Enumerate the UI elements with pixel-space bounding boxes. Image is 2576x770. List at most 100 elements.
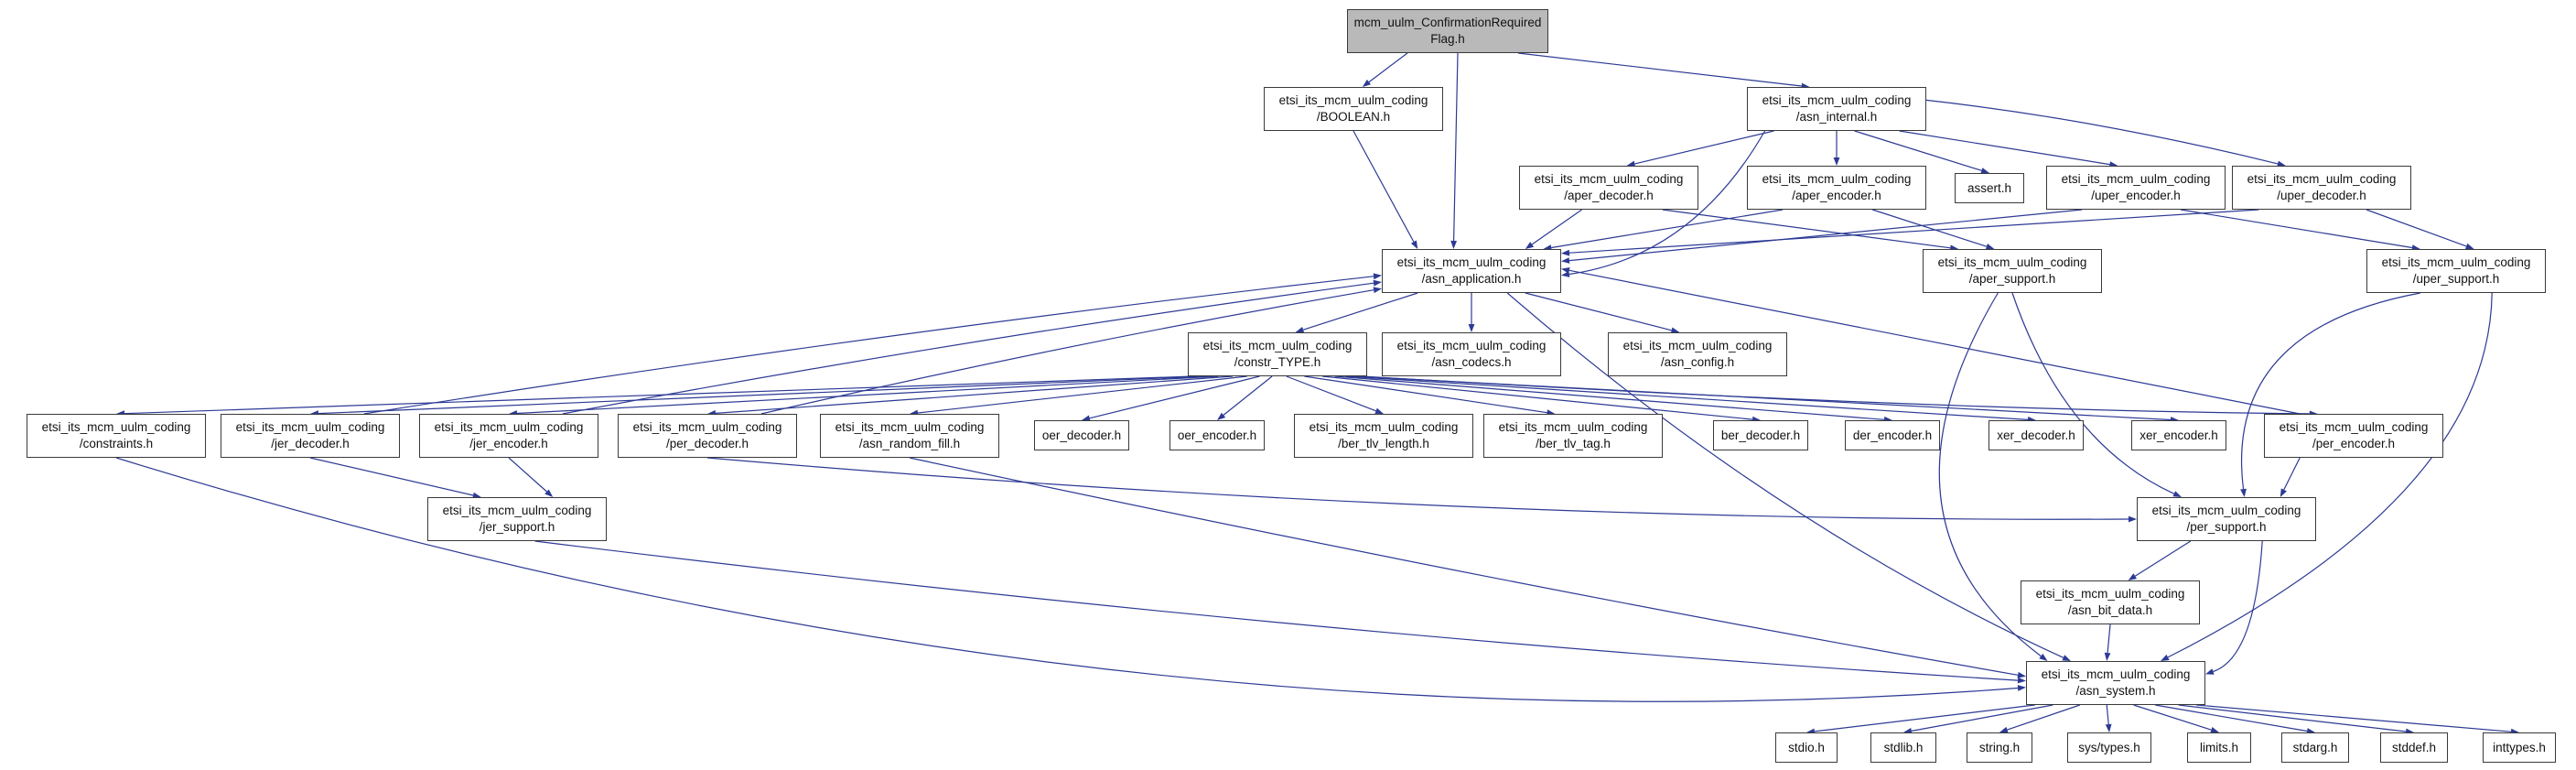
graph-node-label: ber_decoder.h bbox=[1720, 428, 1801, 442]
graph-node-label: string.h bbox=[1978, 740, 2021, 754]
graph-node-label: etsi_its_mcm_uulm_coding bbox=[1309, 420, 1459, 434]
graph-node-stddef: stddef.h bbox=[2380, 732, 2448, 763]
graph-node-ber-tlv-tag[interactable]: etsi_its_mcm_uulm_coding/ber_tlv_tag.h bbox=[1483, 414, 1663, 458]
edge-jer_encoder-jer_support bbox=[508, 457, 547, 493]
graph-node-label: stdarg.h bbox=[2292, 740, 2338, 754]
graph-node-label: stdlib.h bbox=[1883, 740, 1924, 754]
graph-node-label: etsi_its_mcm_uulm_coding bbox=[41, 420, 191, 434]
graph-node-label: oer_decoder.h bbox=[1041, 428, 1122, 442]
graph-node-asn-internal[interactable]: etsi_its_mcm_uulm_coding/asn_internal.h bbox=[1747, 87, 1926, 131]
graph-node-per-support[interactable]: etsi_its_mcm_uulm_coding/per_support.h bbox=[2137, 497, 2316, 541]
edge-constr_type-constraints bbox=[124, 375, 1193, 415]
graph-node-label: etsi_its_mcm_uulm_coding bbox=[2279, 420, 2429, 434]
graph-node-asn-system[interactable]: etsi_its_mcm_uulm_coding/asn_system.h bbox=[2026, 661, 2205, 705]
arrowhead-aper_support-asn_system bbox=[2039, 653, 2048, 661]
arrowhead-constr_type-oer_decoder bbox=[1082, 415, 1091, 422]
graph-node-label: etsi_its_mcm_uulm_coding bbox=[235, 420, 385, 434]
graph-node-asn-config[interactable]: etsi_its_mcm_uulm_coding/asn_config.h bbox=[1608, 332, 1787, 376]
graph-node-aper-support[interactable]: etsi_its_mcm_uulm_coding/aper_support.h bbox=[1923, 249, 2102, 293]
graph-node-uper-support[interactable]: etsi_its_mcm_uulm_coding/uper_support.h bbox=[2366, 249, 2546, 293]
graph-node-label: /uper_encoder.h bbox=[2091, 189, 2181, 202]
graph-node-uper-decoder[interactable]: etsi_its_mcm_uulm_coding/uper_decoder.h bbox=[2232, 166, 2411, 210]
graph-node-label: etsi_its_mcm_uulm_coding bbox=[2151, 504, 2301, 517]
edge-asn_internal-uper_decoder bbox=[1925, 99, 2279, 165]
graph-node-label: /ber_tlv_tag.h bbox=[1536, 437, 1611, 450]
graph-node-label: sys/types.h bbox=[2078, 740, 2140, 754]
graph-node-asn-application[interactable]: etsi_its_mcm_uulm_coding/asn_application… bbox=[1382, 249, 1561, 293]
graph-node-label: /asn_random_fill.h bbox=[858, 437, 961, 450]
graph-node-label: der_encoder.h bbox=[1852, 428, 1933, 442]
edge-constr_type-ber_decoder bbox=[1321, 375, 1753, 420]
edge-jer_decoder-asn_application bbox=[363, 276, 1374, 415]
edge-asn_system-stddef bbox=[2178, 704, 2407, 732]
graph-node-label: /constraints.h bbox=[79, 437, 154, 450]
graph-node-jer-encoder[interactable]: etsi_its_mcm_uulm_coding/jer_encoder.h bbox=[419, 414, 598, 458]
edge-per_support-asn_bit_data bbox=[2134, 540, 2192, 577]
graph-node-jer-support[interactable]: etsi_its_mcm_uulm_coding/jer_support.h bbox=[427, 497, 607, 541]
graph-node-label: /uper_decoder.h bbox=[2277, 189, 2366, 202]
arrowhead-asn_application-asn_system bbox=[2062, 655, 2071, 661]
arrowhead-uper_decoder-uper_support bbox=[2465, 243, 2474, 250]
arrowhead-uper_support-asn_system bbox=[2161, 654, 2170, 661]
edge-per_decoder-per_support bbox=[706, 457, 2129, 520]
graph-node-constraints[interactable]: etsi_its_mcm_uulm_coding/constraints.h bbox=[27, 414, 206, 458]
edge-jer_encoder-asn_application bbox=[562, 282, 1374, 415]
graph-node-label: /aper_decoder.h bbox=[1564, 189, 1654, 202]
graph-node-label: /jer_support.h bbox=[479, 520, 555, 534]
arrowhead-aper_support-per_support bbox=[2172, 491, 2182, 497]
edge-uper_decoder-asn_application bbox=[1568, 209, 2259, 254]
graph-node-label: /per_decoder.h bbox=[665, 437, 749, 450]
graph-node-label: assert.h bbox=[1967, 180, 2012, 195]
graph-node-ber-tlv-length[interactable]: etsi_its_mcm_uulm_coding/ber_tlv_length.… bbox=[1294, 414, 1473, 458]
edge-root-asn_internal bbox=[1517, 52, 1802, 87]
arrowhead-per_encoder-per_support bbox=[2280, 488, 2287, 497]
graph-node-per-decoder[interactable]: etsi_its_mcm_uulm_coding/per_decoder.h bbox=[618, 414, 797, 458]
graph-node-constr-type[interactable]: etsi_its_mcm_uulm_coding/constr_TYPE.h bbox=[1188, 332, 1367, 376]
graph-node-asn-bit-data[interactable]: etsi_its_mcm_uulm_coding/asn_bit_data.h bbox=[2021, 580, 2200, 624]
arrowhead-constr_type-ber_tlv_length bbox=[1374, 407, 1384, 414]
graph-node-label: etsi_its_mcm_uulm_coding bbox=[632, 420, 782, 434]
edge-asn_application-constr_type bbox=[1303, 292, 1418, 331]
edge-asn_system-inttypes bbox=[2196, 704, 2512, 732]
edge-boolean-asn_application bbox=[1353, 130, 1415, 243]
arrowhead-uper_decoder-asn_application bbox=[1561, 249, 1570, 256]
graph-node-asn-codecs[interactable]: etsi_its_mcm_uulm_coding/asn_codecs.h bbox=[1382, 332, 1561, 376]
edge-constr_type-oer_decoder bbox=[1089, 375, 1260, 419]
graph-node-sys-types: sys/types.h bbox=[2067, 732, 2151, 763]
arrowhead-per_support-asn_bit_data bbox=[2128, 573, 2137, 580]
arrowhead-jer_decoder-asn_application bbox=[1373, 273, 1382, 280]
graph-node-stdio: stdio.h bbox=[1775, 732, 1838, 763]
edge-uper_support-per_support bbox=[2240, 292, 2420, 490]
arrowhead-per_decoder-asn_application bbox=[1373, 287, 1382, 294]
arrowhead-per_encoder-asn_application bbox=[1561, 267, 1570, 274]
graph-node-uper-encoder[interactable]: etsi_its_mcm_uulm_coding/uper_encoder.h bbox=[2046, 166, 2226, 210]
graph-node-jer-decoder[interactable]: etsi_its_mcm_uulm_coding/jer_decoder.h bbox=[221, 414, 400, 458]
graph-node-string: string.h bbox=[1967, 732, 2032, 763]
graph-node-xer-encoder: xer_encoder.h bbox=[2131, 420, 2226, 450]
edge-aper_decoder-asn_application bbox=[1531, 209, 1582, 245]
edge-root-asn_application bbox=[1453, 52, 1459, 242]
arrowhead-asn_bit_data-asn_system bbox=[2104, 652, 2111, 661]
edge-asn_system-stdarg bbox=[2154, 704, 2308, 732]
graph-node-aper-encoder[interactable]: etsi_its_mcm_uulm_coding/aper_encoder.h bbox=[1747, 166, 1926, 210]
graph-node-label: etsi_its_mcm_uulm_coding bbox=[1534, 172, 1684, 186]
edge-uper_decoder-uper_support bbox=[2366, 209, 2467, 247]
arrowhead-asn_system-string bbox=[1999, 726, 2009, 733]
graph-node-aper-decoder[interactable]: etsi_its_mcm_uulm_coding/aper_decoder.h bbox=[1519, 166, 1698, 210]
graph-node-per-encoder[interactable]: etsi_its_mcm_uulm_coding/per_encoder.h bbox=[2264, 414, 2443, 458]
edge-constr_type-ber_tlv_length bbox=[1286, 375, 1376, 412]
graph-node-label: /asn_config.h bbox=[1660, 355, 1735, 369]
graph-node-label: etsi_its_mcm_uulm_coding bbox=[2061, 172, 2211, 186]
arrowhead-uper_support-per_support bbox=[2240, 488, 2247, 497]
edge-asn_system-stdio bbox=[1814, 704, 2035, 732]
graph-node-label: oer_encoder.h bbox=[1177, 428, 1257, 442]
graph-node-label: etsi_its_mcm_uulm_coding bbox=[1762, 172, 1912, 186]
edge-per_encoder-per_support bbox=[2283, 457, 2301, 491]
graph-node-label: /asn_codecs.h bbox=[1431, 355, 1512, 369]
graph-node-asn-random-fill[interactable]: etsi_its_mcm_uulm_coding/asn_random_fill… bbox=[820, 414, 999, 458]
arrowhead-constraints-asn_system bbox=[2017, 685, 2026, 691]
graph-node-boolean[interactable]: etsi_its_mcm_uulm_coding/BOOLEAN.h bbox=[1264, 87, 1443, 131]
graph-node-label: etsi_its_mcm_uulm_coding bbox=[2381, 255, 2531, 269]
graph-node-label: etsi_its_mcm_uulm_coding bbox=[1396, 255, 1547, 269]
